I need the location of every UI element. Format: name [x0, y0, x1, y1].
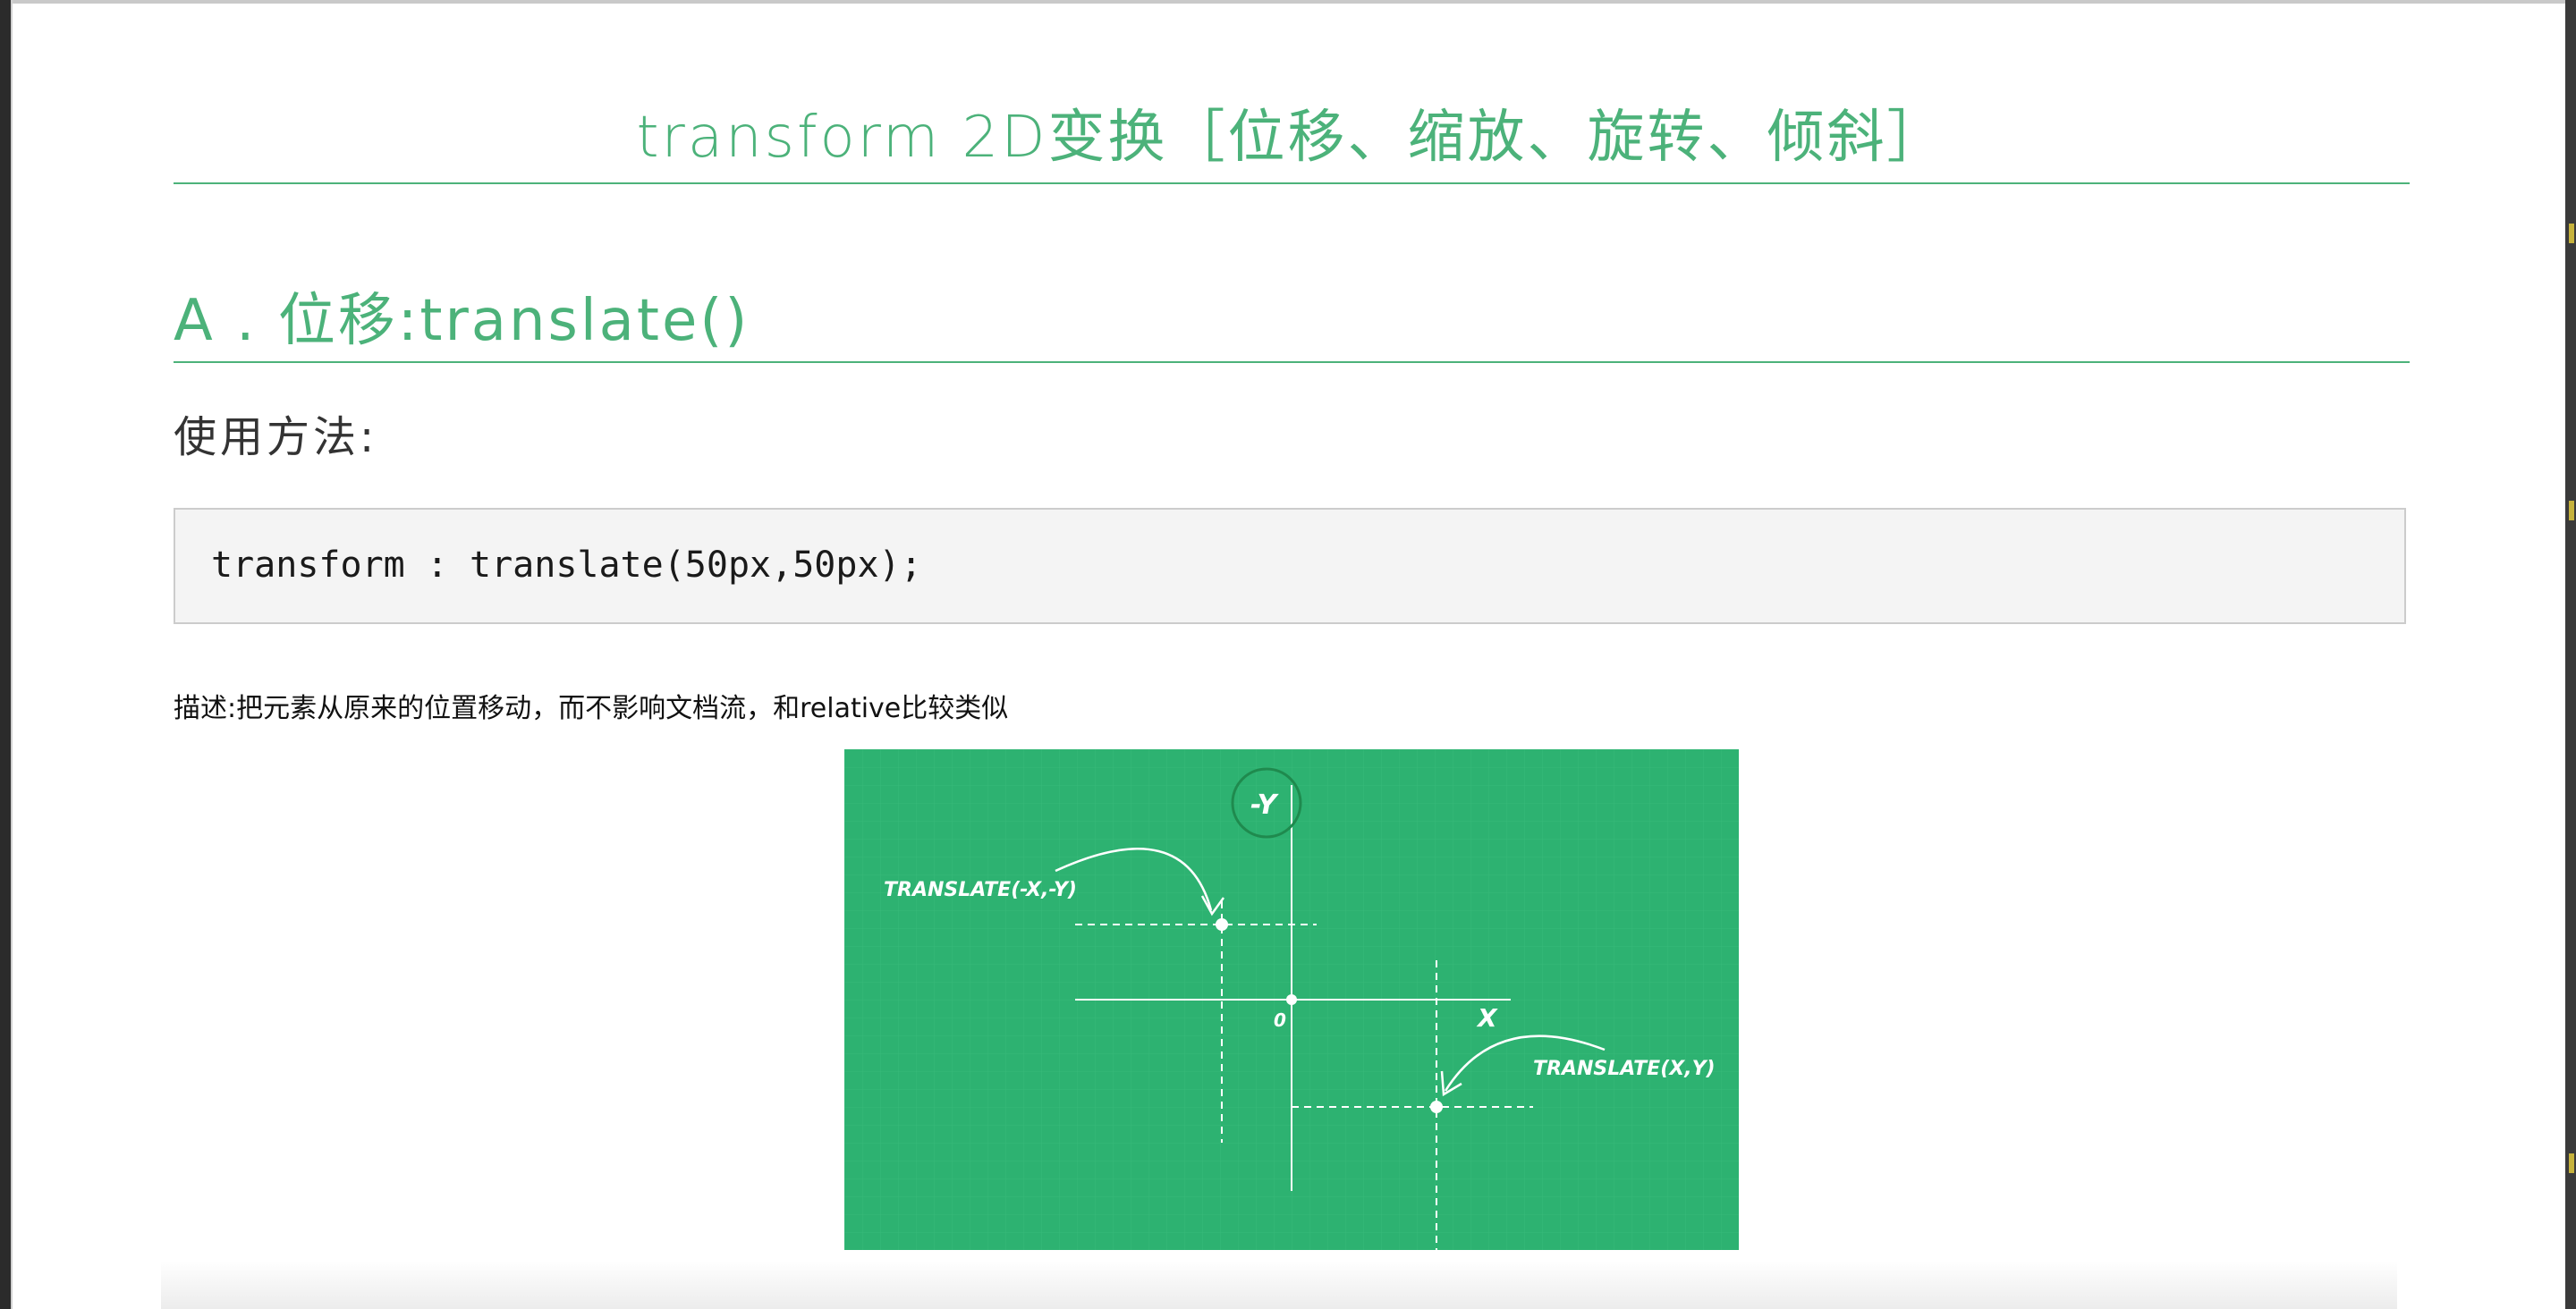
pos-translate-arrow	[1444, 1035, 1606, 1092]
code-block: transform : translate(50px,50px);	[174, 508, 2406, 624]
neg-translate-arrowhead	[1200, 895, 1225, 916]
pos-translate-point	[1430, 1101, 1443, 1113]
origin-point	[1286, 994, 1297, 1005]
neg-translate-point	[1216, 918, 1228, 931]
bottom-shadow	[161, 1261, 2397, 1309]
window-left-edge-highlight	[11, 0, 13, 1309]
title-underline	[174, 182, 2410, 184]
translate-neg-label: TRANSLATE(-X,-Y)	[884, 879, 1077, 901]
section-heading: A . 位移:translate()	[174, 288, 750, 354]
section-underline	[174, 361, 2410, 363]
pos-translate-arrowhead	[1440, 1070, 1462, 1097]
origin-label: 0	[1274, 1009, 1286, 1031]
gutter-marker	[2569, 1153, 2574, 1173]
neg-translate-arrow	[1055, 848, 1213, 911]
neg-y-label: -Y	[1250, 790, 1279, 821]
translate-pos-label: TRANSLATE(X,Y)	[1533, 1058, 1716, 1080]
code-text: transform : translate(50px,50px);	[211, 545, 922, 586]
window-top-border	[0, 0, 2576, 4]
x-axis-label: X	[1476, 1003, 1498, 1033]
window-left-edge	[0, 0, 13, 1309]
translate-diagram: -Y X 0 TRANSLATE(-X,-Y) TRANSLATE(X,Y)	[844, 749, 1739, 1250]
gutter-marker	[2569, 501, 2574, 520]
usage-label: 使用方法:	[174, 412, 378, 462]
document-page: transform 2D变换［位移、缩放、旋转、倾斜］ A . 位移:trans…	[13, 4, 2565, 1309]
neg-y-circle	[1231, 767, 1302, 839]
description-text: 描述:把元素从原来的位置移动，而不影响文档流，和relative比较类似	[174, 693, 1009, 724]
gutter-marker	[2569, 224, 2574, 243]
window-right-scroll-gutter[interactable]	[2565, 0, 2576, 1309]
page-title: transform 2D变换［位移、缩放、旋转、倾斜］	[636, 105, 1947, 171]
